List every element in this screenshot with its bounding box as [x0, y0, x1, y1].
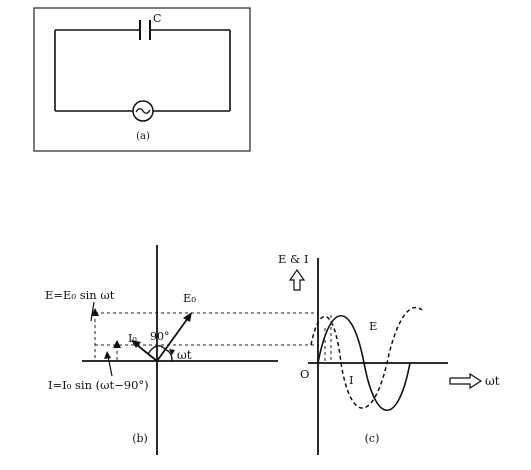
- phasor-diagram: E=E₀ sin ωt E₀ I₀ 90° ωt I=I₀ sin (ωt−90…: [45, 245, 318, 455]
- circuit-diagram: C (a): [33, 7, 251, 152]
- i0-phasor: [136, 344, 158, 362]
- e-curve-label: E: [369, 319, 377, 333]
- e-equation-label: E=E₀ sin ωt: [45, 288, 115, 302]
- up-arrow-icon: [288, 268, 306, 291]
- wt-label: ωt: [177, 348, 192, 362]
- wt-arc: [165, 349, 173, 362]
- circuit-frame: [33, 7, 251, 152]
- e0-arrowhead-icon: [183, 312, 192, 322]
- circuit-wires: [54, 29, 231, 112]
- waveform-graph: E & I O ωt E I (c): [278, 252, 500, 455]
- e-equation-pointer: [90, 301, 95, 322]
- e0-phasor: [156, 317, 189, 362]
- e-projection-arrow-icon: [91, 308, 99, 316]
- angle-90-label: 90°: [150, 330, 170, 343]
- angle-90-arc: [147, 345, 167, 355]
- caption-a: (a): [136, 131, 150, 142]
- caption-c: (c): [365, 432, 380, 445]
- right-arrow-icon: [449, 372, 483, 390]
- e0-label: E₀: [183, 291, 196, 305]
- capacitor-symbol: [139, 20, 151, 40]
- i-curve: [310, 306, 423, 409]
- i0-arrowhead-icon: [131, 340, 141, 348]
- axis-label-e-and-i: E & I: [278, 252, 309, 266]
- i-pointer-arrow-icon: [104, 351, 111, 359]
- i-equation-pointer: [107, 355, 113, 377]
- waveform-drop-lines: [324, 315, 332, 363]
- i-projection-arrow-icon: [113, 340, 121, 348]
- capacitor-label: C: [153, 12, 161, 25]
- i-curve-label: I: [349, 373, 354, 387]
- sine-wave-icon: [135, 108, 151, 114]
- wt-arc-arrow-icon: [169, 349, 175, 355]
- i0-label: I₀: [128, 332, 137, 345]
- origin-label: O: [300, 367, 309, 381]
- i-equation-label: I=I₀ sin (ωt−90°): [48, 378, 149, 392]
- caption-b: (b): [132, 432, 148, 445]
- x-axis-wt-label: ωt: [485, 374, 500, 388]
